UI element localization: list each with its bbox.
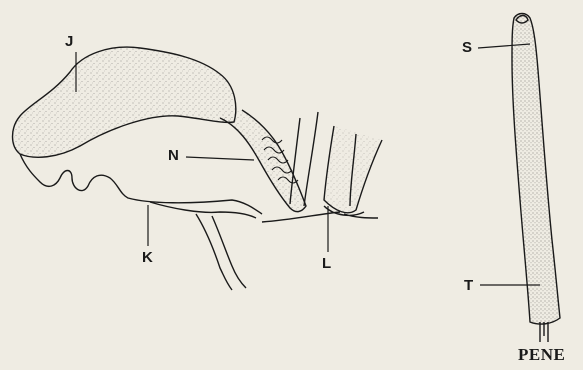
label-n: N (168, 148, 179, 163)
gland-body-j (13, 47, 236, 157)
duct-n (220, 110, 306, 212)
pene-base-lines (540, 322, 548, 342)
pene-shaft (512, 14, 560, 325)
label-t: T (464, 278, 473, 293)
right-specimen (512, 14, 560, 343)
leader-n (186, 157, 254, 160)
sheath-base (262, 206, 378, 222)
sheath-l (324, 126, 382, 213)
duct-loop (20, 154, 262, 214)
label-s: S (462, 40, 472, 55)
duct-k (150, 202, 256, 290)
label-l: L (322, 256, 331, 271)
label-k: K (142, 250, 153, 265)
caption-pene: PENE (518, 346, 565, 363)
left-specimen (13, 47, 383, 290)
label-j: J (65, 34, 73, 49)
